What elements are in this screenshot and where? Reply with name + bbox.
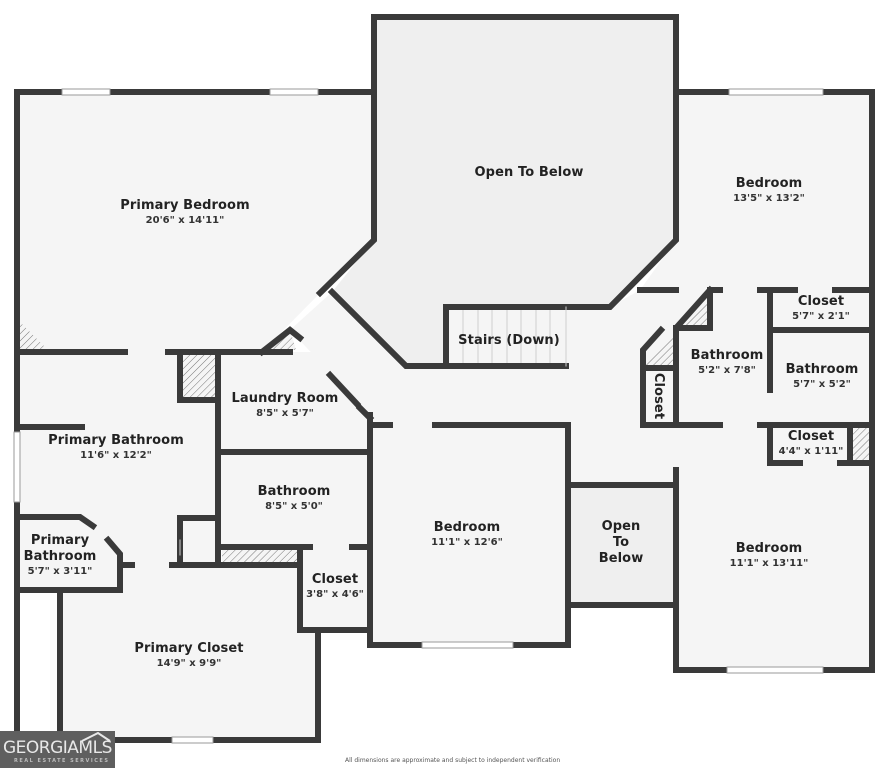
room-label-bathroom-east-a: Bathroom 5'2" x 7'8" [691,348,764,378]
room-label-bedroom-southeast: Bedroom 11'1" x 13'11" [730,541,809,571]
room-dimensions: 20'6" x 14'11" [145,215,225,226]
room-name: Bathroom [257,484,331,499]
room-name: Bedroom [735,176,803,191]
room-name: Primary Bedroom [120,198,250,213]
room-name: Bathroom [690,348,764,363]
walls [14,14,875,743]
room-label-stairs: Stairs (Down) [458,333,560,349]
room-label-bedroom-northeast: Bedroom 13'5" x 13'2" [733,176,805,206]
room-label-bathroom-center: Bathroom 8'5" x 5'0" [258,484,331,514]
closet-ne-floor [770,290,872,330]
room-label-bathroom-east-b: Bathroom 5'7" x 5'2" [786,362,859,392]
room-name-line-1: Primary [30,533,90,548]
room-label-closet-ne: Closet 5'7" x 2'1" [792,294,850,324]
floor-fills [17,17,872,740]
roof-icon [81,732,111,742]
room-name: Stairs (Down) [458,333,560,348]
bathroom-center-floor [218,452,370,547]
room-label-open-to-below-small: Open To Below [599,519,644,567]
room-label-primary-closet: Primary Closet 14'9" x 9'9" [134,641,243,671]
room-dimensions: 5'7" x 3'11" [27,566,93,577]
hallway-floor [290,290,676,485]
room-name-line-3: Below [598,551,644,566]
room-name: Closet [787,429,835,444]
room-name: Laundry Room [231,391,339,406]
room-dimensions: 5'2" x 7'8" [698,365,756,376]
logo-subtitle: REAL ESTATE SERVICES [14,758,110,764]
room-label-primary-bathroom: Primary Bathroom 11'6" x 12'2" [48,433,184,463]
room-dimensions: 11'1" x 13'11" [729,558,809,569]
room-name: Bathroom [785,362,859,377]
room-label-primary-bedroom: Primary Bedroom 20'6" x 14'11" [120,198,249,228]
room-name: Closet [797,294,845,309]
room-dimensions: 11'1" x 12'6" [431,537,503,548]
room-dimensions: 8'5" x 5'7" [256,408,314,419]
room-dimensions: 3'8" x 4'6" [306,589,364,600]
room-dimensions: 5'7" x 5'2" [793,379,851,390]
open-small-floor [568,485,676,605]
room-name: Closet [651,372,666,420]
room-dimensions: 4'4" x 1'11" [778,446,844,457]
room-dimensions: 13'5" x 13'2" [733,193,805,204]
room-label-open-to-below: Open To Below [475,165,584,181]
room-label-laundry-room: Laundry Room 8'5" x 5'7" [232,391,339,421]
windows [13,88,824,744]
room-label-bedroom-center: Bedroom 11'1" x 12'6" [431,520,503,550]
primary-closet-floor [60,565,318,740]
bedroom-ne-floor [640,92,872,290]
room-name: Primary Closet [134,641,244,656]
room-label-closet-vertical: Closet [650,373,666,419]
disclaimer-text: All dimensions are approximate and subje… [345,757,561,764]
laundry-floor [218,352,370,452]
room-name: Bedroom [433,520,501,535]
room-label-closet-se: Closet 4'4" x 1'11" [779,429,844,459]
room-name-line-2: To [612,535,630,550]
room-name: Closet [311,572,359,587]
room-dimensions: 11'6" x 12'2" [80,450,152,461]
room-name-line-1: Open [601,519,641,534]
room-name: Open To Below [474,165,584,180]
room-name: Primary Bathroom [48,433,184,448]
bathroom-east-b-floor [770,330,872,422]
room-dimensions: 14'9" x 9'9" [156,658,222,669]
stair-treads [462,310,551,364]
room-dimensions: 8'5" x 5'0" [265,501,323,512]
room-name-line-2: Bathroom [23,549,97,564]
georgia-mls-logo: GEORGIAMLS REAL ESTATE SERVICES [0,731,115,768]
logo-text: GEORGIAMLS [3,738,112,758]
open-to-below-floor [332,17,676,366]
room-label-closet-center: Closet 3'8" x 4'6" [306,572,364,602]
primary-bathroom-floor [17,352,218,565]
room-dimensions: 5'7" x 2'1" [792,311,850,322]
primary-bedroom-floor [17,92,374,352]
room-label-primary-bathroom-small: Primary Bathroom 5'7" x 3'11" [24,533,97,579]
room-name: Bedroom [735,541,803,556]
bedroom-center-floor [370,425,568,645]
